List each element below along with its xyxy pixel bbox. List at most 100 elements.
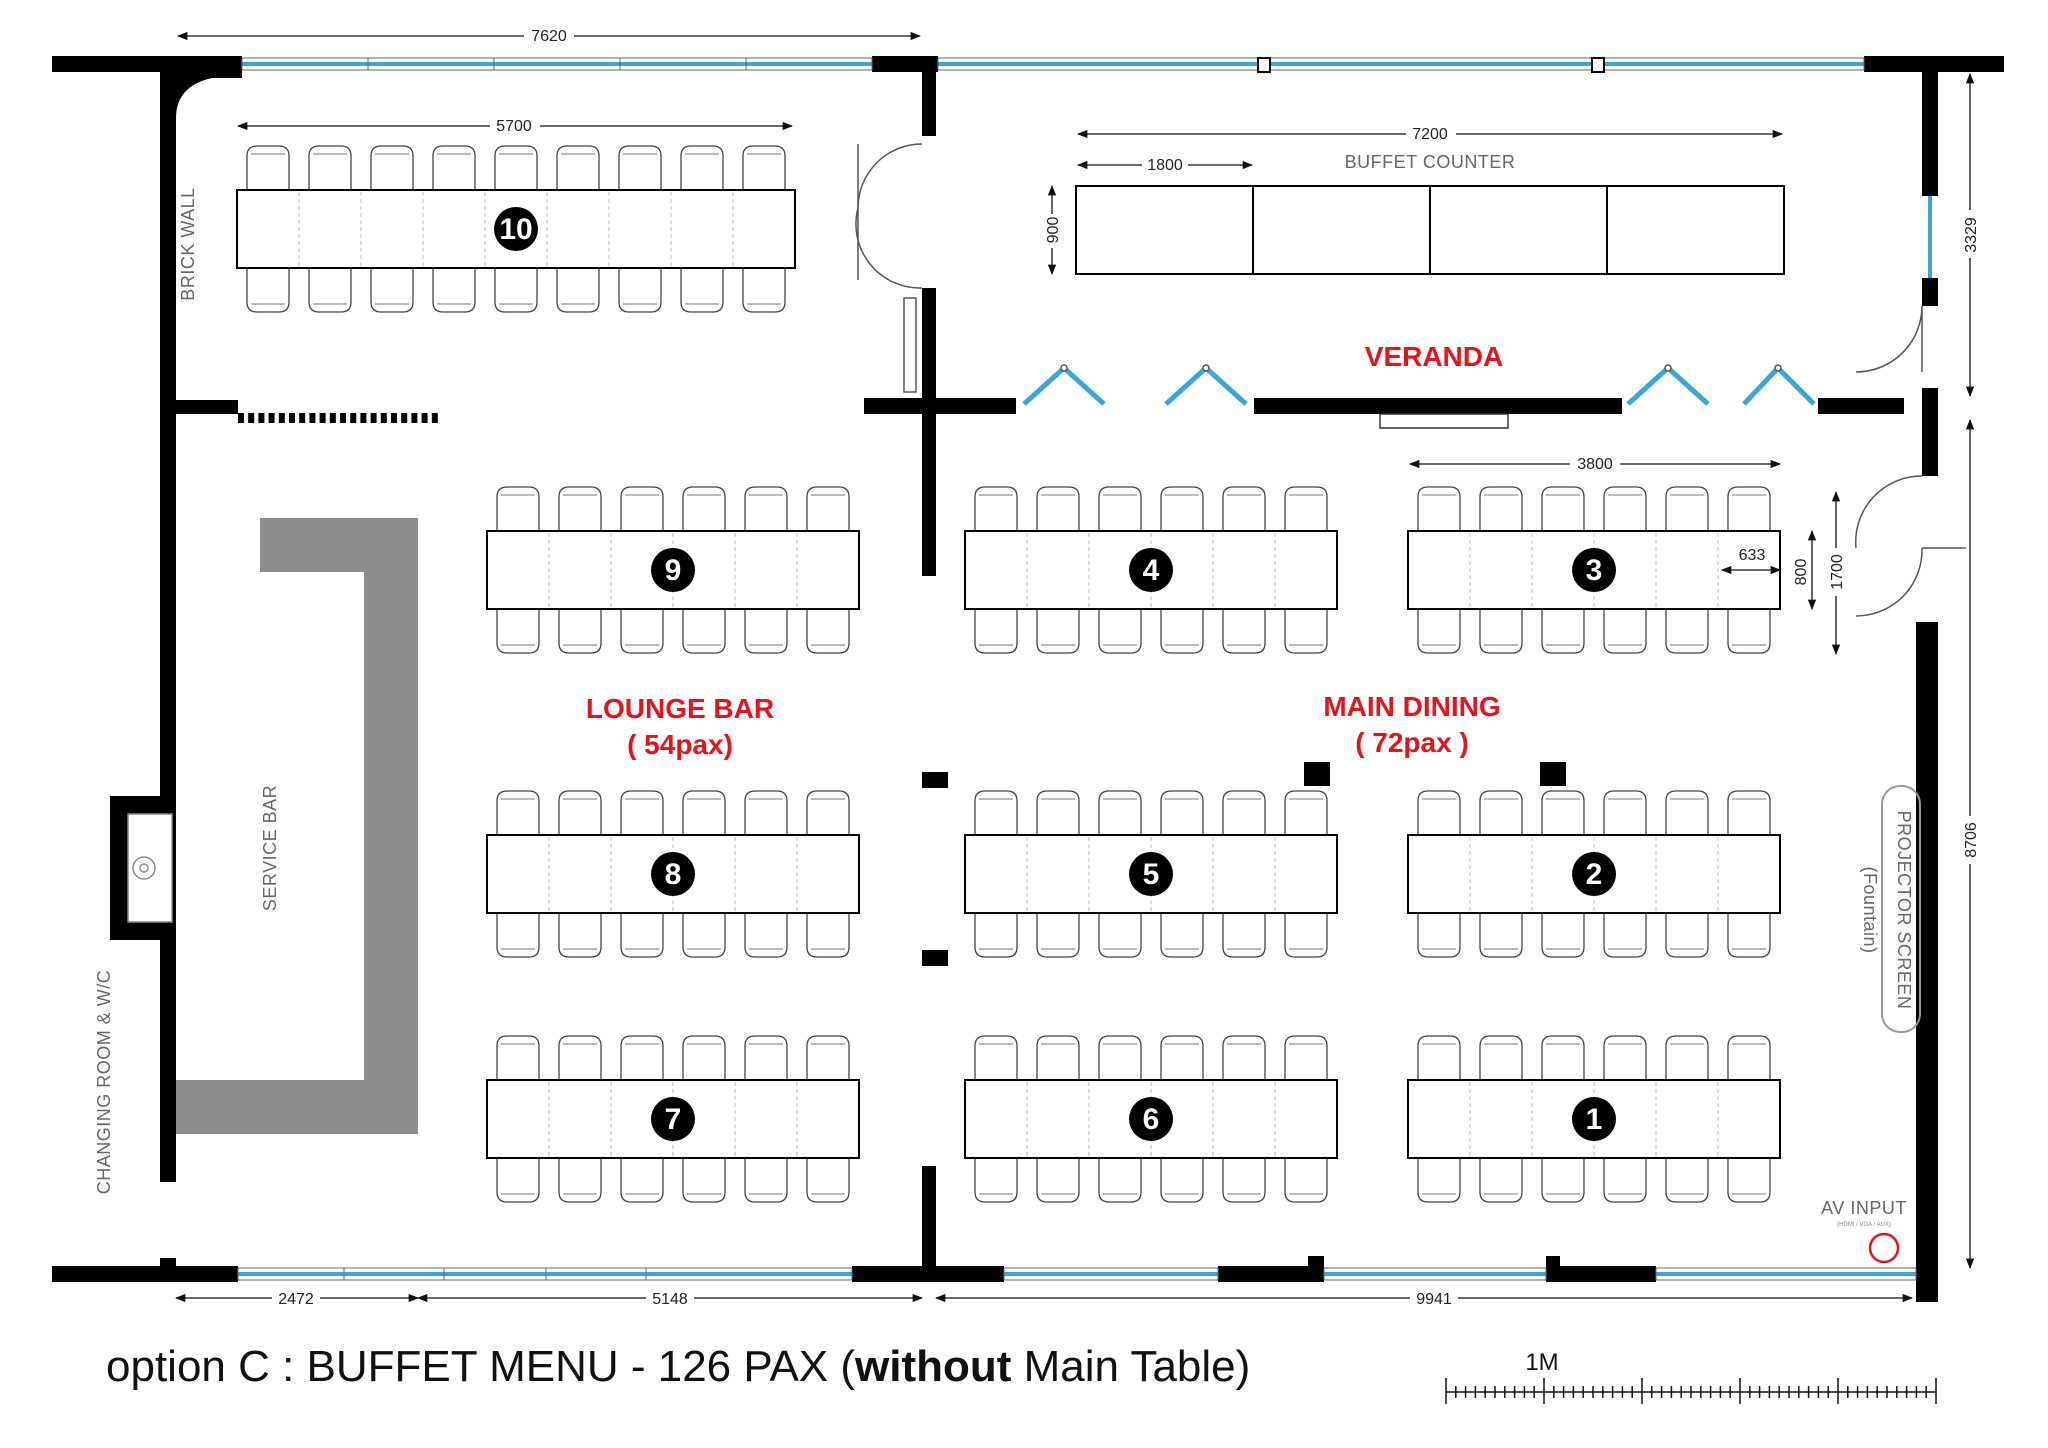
table-number-badge (651, 852, 695, 896)
chair (1417, 1158, 1461, 1203)
wall-veranda-left (864, 398, 1016, 414)
chair (1098, 1035, 1142, 1080)
chair (1479, 486, 1523, 531)
chair (1222, 790, 1266, 835)
service-bar-label: SERVICE BAR (260, 785, 280, 911)
chair (680, 268, 724, 313)
service-bar (176, 518, 418, 1134)
changing-room-label: CHANGING ROOM & W/C (94, 970, 114, 1195)
chair (1479, 1035, 1523, 1080)
threshold (1379, 413, 1509, 429)
chair (682, 486, 726, 531)
chair (974, 913, 1018, 958)
chair (1284, 609, 1328, 654)
chair (1541, 1158, 1585, 1203)
hatch-mark (319, 413, 326, 423)
chair (308, 268, 352, 313)
chair (1479, 609, 1523, 654)
chair (1160, 913, 1204, 958)
chair (1727, 790, 1771, 835)
av-input-label: AV INPUT (1821, 1198, 1907, 1218)
hatch-mark (268, 413, 275, 423)
chair (744, 1035, 788, 1080)
wall-bottom-left (52, 1266, 238, 1282)
chair (1417, 1035, 1461, 1080)
wall-right-mid2 (1922, 388, 1938, 476)
chair (620, 913, 664, 958)
chair (432, 268, 476, 313)
chair (1727, 1035, 1771, 1080)
chair (806, 609, 850, 654)
chair (806, 486, 850, 531)
chair (806, 1158, 850, 1203)
chair (806, 913, 850, 958)
dim-1800: 1800 (1147, 157, 1183, 174)
chair (1036, 913, 1080, 958)
wall-bottom-stub3 (1546, 1256, 1560, 1268)
chair (1479, 790, 1523, 835)
chair (246, 145, 290, 190)
wall-center-top (922, 72, 936, 136)
table-group: 5 (964, 790, 1338, 958)
chair (618, 145, 662, 190)
wall-bottom-stub2 (1308, 1256, 1324, 1268)
brick-wall-label: BRICK WALL (178, 187, 198, 300)
chair (1098, 609, 1142, 654)
table-number-badge (1129, 548, 1173, 592)
chair (496, 486, 540, 531)
dim-7200: 7200 (1412, 126, 1448, 143)
dim-3800: 3800 (1577, 456, 1613, 473)
chair (556, 145, 600, 190)
table-number: 4 (1143, 554, 1160, 587)
swing-doors (855, 143, 1966, 617)
wall-changing-niche (110, 796, 176, 940)
half-wall-dashes (238, 413, 438, 423)
chair (1284, 913, 1328, 958)
table-number-badge (1129, 852, 1173, 896)
column-2 (922, 950, 948, 966)
dim-9941: 9941 (1416, 1291, 1452, 1308)
chair (1541, 609, 1585, 654)
chair (620, 790, 664, 835)
chair (496, 1035, 540, 1080)
chair (494, 145, 538, 190)
wall-center-bottom (922, 1166, 936, 1270)
chair (1541, 1035, 1585, 1080)
table-number: 1 (1586, 1103, 1603, 1136)
sink (127, 813, 173, 923)
chair (1222, 609, 1266, 654)
chair (370, 145, 414, 190)
chair (1222, 913, 1266, 958)
chair (1036, 486, 1080, 531)
chair (432, 145, 476, 190)
wall-bottom-mid2 (1218, 1266, 1324, 1282)
table-number-badge (494, 207, 538, 251)
chair (1541, 486, 1585, 531)
chair (494, 268, 538, 313)
chair (308, 145, 352, 190)
hatch-mark (370, 413, 377, 423)
chair (1541, 790, 1585, 835)
table-number: 10 (499, 213, 532, 246)
wall-top-mid (872, 56, 938, 72)
chair (246, 268, 290, 313)
chair (1036, 1158, 1080, 1203)
dimension-texts: 7620 5700 7200 1800 900 3329 8706 3800 6… (272, 26, 1980, 1308)
chair (682, 1158, 726, 1203)
table-number-badge (1572, 852, 1616, 896)
chair (1479, 1158, 1523, 1203)
chair (1417, 913, 1461, 958)
column-3 (1304, 762, 1330, 786)
wall-left-outer (160, 72, 242, 1182)
wall-veranda-right (1818, 398, 1904, 414)
chair (1541, 913, 1585, 958)
dim-900: 900 (1045, 217, 1062, 244)
chair (496, 1158, 540, 1203)
hatch-mark (278, 413, 285, 423)
chair (1098, 790, 1142, 835)
chair (620, 1158, 664, 1203)
wall-veranda-center (1254, 398, 1622, 414)
chair (1098, 1158, 1142, 1203)
hatch-mark (329, 413, 336, 423)
chair (744, 1158, 788, 1203)
